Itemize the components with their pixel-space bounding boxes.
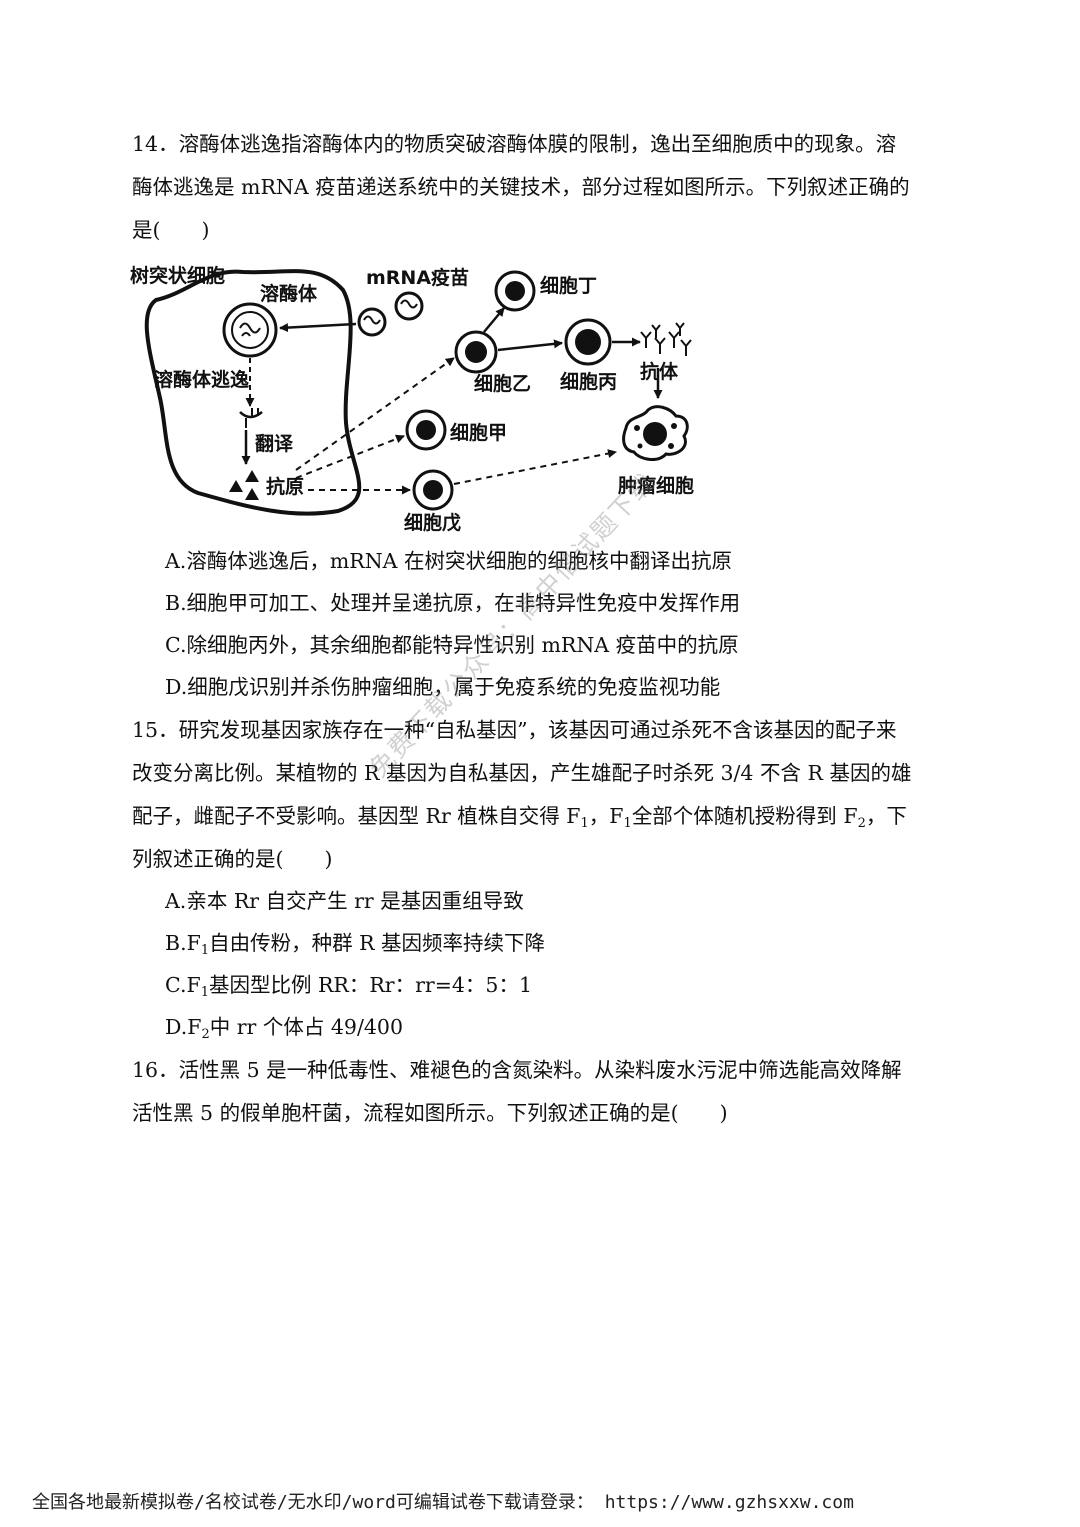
q16-stem-line-1: 16．活性黑 5 是一种低毒性、难褪色的含氮染料。从染料废水污泥中筛选能高效降解 [132, 1058, 902, 1082]
q15-stem-line-3: 配子，雌配子不受影响。基因型 Rr 植株自交得 F1，F1全部个体随机授粉得到 … [132, 804, 907, 831]
tumor-cell-icon [622, 405, 689, 461]
label-cell-wu: 细胞戊 [404, 511, 461, 534]
q15-option-c: C.F1基因型比例 RR：Rr：rr=4：5：1 [165, 973, 533, 1000]
q14-option-a: A.溶酶体逃逸后，mRNA 在树突状细胞的细胞核中翻译出抗原 [165, 549, 732, 573]
dendritic-cell-outline [144, 269, 362, 516]
cell-wu [412, 469, 454, 511]
label-dendritic-cell: 树突状细胞 [130, 264, 225, 287]
immune-diagram: 树突状细胞 溶酶体 mRNA疫苗 溶酶体逃逸 翻译 抗原 细胞丁 细胞乙 细胞丙… [130, 264, 694, 534]
footer-download-note: 全国各地最新模拟卷/名校试卷/无水印/word可编辑试卷下载请登录： https… [32, 1492, 854, 1513]
q14-stem-line-2: 酶体逃逸是 mRNA 疫苗递送系统中的关键技术，部分过程如图所示。下列叙述正确的 [132, 175, 910, 199]
lysosome-icon [222, 302, 278, 358]
q15-option-a: A.亲本 Rr 自交产生 rr 是基因重组导致 [165, 889, 524, 913]
label-antigen: 抗原 [266, 475, 304, 498]
label-lysosome: 溶酶体 [260, 282, 318, 305]
mrna-vaccine-icon [357, 291, 424, 337]
q16-stem-line-2: 活性黑 5 的假单胞杆菌，流程如图所示。下列叙述正确的是( ) [132, 1101, 728, 1125]
antibody-icon [640, 322, 692, 356]
cell-yi [454, 330, 498, 374]
antigen-icon [229, 470, 259, 500]
label-cell-ding: 细胞丁 [540, 274, 597, 297]
q14-option-c: C.除细胞丙外，其余细胞都能特异性识别 mRNA 疫苗中的抗原 [165, 633, 739, 657]
label-lysosome-escape: 溶酶体逃逸 [154, 368, 249, 391]
ribosome-icon [239, 408, 263, 428]
q14-stem-line-3: 是( ) [132, 218, 210, 242]
label-translate: 翻译 [255, 432, 294, 455]
q14-option-d: D.细胞戊识别并杀伤肿瘤细胞，属于免疫系统的免疫监视功能 [165, 675, 721, 699]
label-cell-bing: 细胞丙 [560, 370, 617, 393]
label-tumor-cell: 肿瘤细胞 [618, 474, 694, 497]
cell-jia [405, 409, 447, 451]
cell-bing [564, 318, 612, 366]
label-cell-jia: 细胞甲 [450, 421, 507, 444]
q14-option-b: B.细胞甲可加工、处理并呈递抗原，在非特异性免疫中发挥作用 [165, 591, 741, 615]
label-mrna-vaccine: mRNA疫苗 [366, 266, 469, 289]
label-cell-yi: 细胞乙 [474, 372, 531, 395]
cell-ding [494, 270, 536, 312]
q15-option-d: D.F2中 rr 个体占 49/400 [165, 1015, 404, 1042]
q15-stem-line-4: 列叙述正确的是( ) [132, 847, 333, 871]
label-antibody: 抗体 [640, 360, 679, 383]
q14-stem-line-1: 14．溶酶体逃逸指溶酶体内的物质突破溶酶体膜的限制，逸出至细胞质中的现象。溶 [132, 132, 897, 156]
q15-option-b: B.F1自由传粉，种群 R 基因频率持续下降 [165, 931, 546, 958]
q15-stem-line-1: 15．研究发现基因家族存在一种“自私基因”，该基因可通过杀死不含该基因的配子来 [132, 718, 897, 742]
q15-stem-line-2: 改变分离比例。某植物的 R 基因为自私基因，产生雄配子时杀死 3/4 不含 R … [132, 761, 912, 785]
